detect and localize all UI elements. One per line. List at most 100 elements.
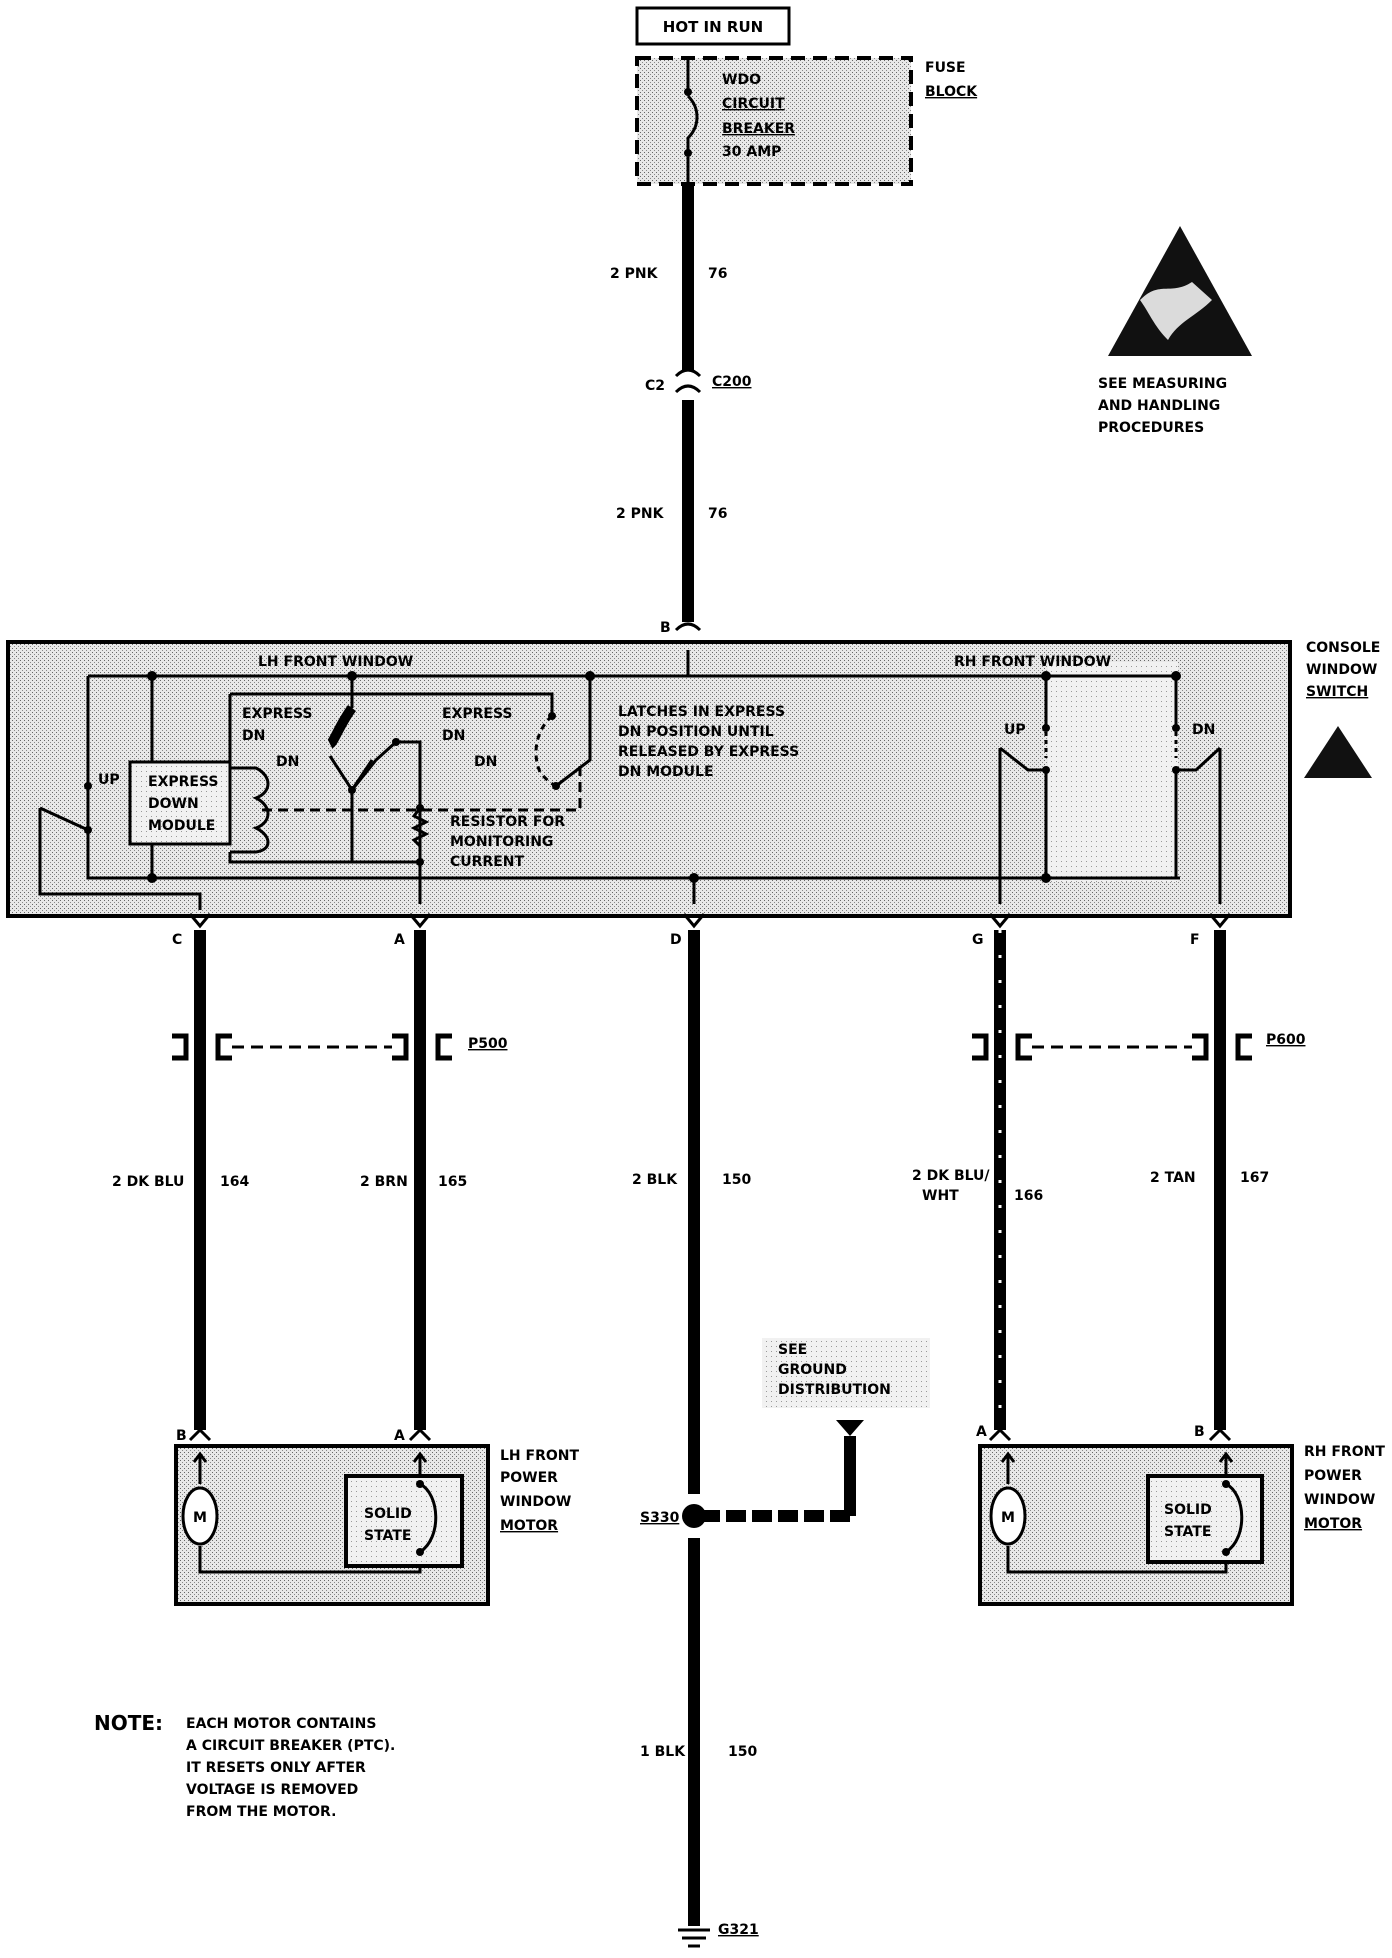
latch-note-1: LATCHES IN EXPRESS <box>618 704 785 720</box>
note-line-5: FROM THE MOTOR. <box>186 1804 336 1820</box>
hot-in-run-box: HOT IN RUN <box>635 6 791 46</box>
wire-a-gauge: 2 BRN <box>360 1174 408 1190</box>
motor-note: NOTE: EACH MOTOR CONTAINS A CIRCUIT BREA… <box>94 1711 395 1820</box>
note-line-3: IT RESETS ONLY AFTER <box>186 1760 366 1776</box>
lh-motor-pin-a: A <box>394 1428 405 1444</box>
breaker-label-4: 30 AMP <box>722 144 781 160</box>
pin-a: A <box>394 932 405 948</box>
latch-note-4: DN MODULE <box>618 764 714 780</box>
p500-label: P500 <box>468 1036 508 1052</box>
breaker-label-1: WDO <box>722 72 761 88</box>
console-window-switch: CONSOLE WINDOW SWITCH LH FRONT WINDOW RH… <box>6 640 1380 918</box>
ground-wire-circuit: 150 <box>728 1744 757 1760</box>
rh-motor-name-2: POWER <box>1304 1468 1362 1484</box>
wire-d-circuit: 150 <box>722 1172 751 1188</box>
module-label-1: EXPRESS <box>148 774 219 790</box>
switch-name-2: WINDOW <box>1306 662 1377 678</box>
resistor-note-2: MONITORING <box>450 834 553 850</box>
rh-motor-pin-a: A <box>976 1424 987 1440</box>
wire-g-gauge-1: 2 DK BLU/ <box>912 1168 990 1184</box>
latch-note-2: DN POSITION UNTIL <box>618 724 774 740</box>
breaker-symbol <box>686 60 699 184</box>
feed-upper-circuit: 76 <box>708 266 727 282</box>
module-coil <box>230 766 270 854</box>
switch-name-1: CONSOLE <box>1306 640 1380 656</box>
lh-motor-m: M <box>193 1510 207 1526</box>
c200-pin: C2 <box>645 378 665 394</box>
module-label-2: DOWN <box>148 796 199 812</box>
fuse-block-label-1: FUSE <box>925 60 966 76</box>
output-wires: C 2 DK BLU 164 A 2 BRN 165 D 2 BLK 150 G… <box>112 913 1269 1926</box>
lh-solid-state <box>344 1474 464 1568</box>
wire-a-circuit: 165 <box>438 1174 467 1190</box>
lh-solid-2: STATE <box>364 1528 411 1544</box>
feed-lower-gauge: 2 PNK <box>616 506 665 522</box>
lh-motor-name-2: POWER <box>500 1470 558 1486</box>
lh-motor-icon <box>181 1486 219 1546</box>
feed-wire: 2 PNK 76 C2 C200 2 PNK 76 B <box>610 184 752 636</box>
esd-text-1: SEE MEASURING <box>1098 376 1227 392</box>
wire-f-circuit: 167 <box>1240 1170 1269 1186</box>
feed-lower-circuit: 76 <box>708 506 727 522</box>
fuse-block-label-2: BLOCK <box>925 84 978 100</box>
resistor-note-3: CURRENT <box>450 854 524 870</box>
rh-window-title: RH FRONT WINDOW <box>954 654 1111 670</box>
lh-window-title: LH FRONT WINDOW <box>258 654 413 670</box>
rh-solid-state <box>1146 1474 1264 1564</box>
rh-solid-2: STATE <box>1164 1524 1211 1540</box>
lh-front-power-window-motor: B A M SOLID STATE LH FRONT POWER WINDOW … <box>174 1427 579 1606</box>
rh-motor-name-3: WINDOW <box>1304 1492 1375 1508</box>
breaker-label-3: BREAKER <box>722 121 795 137</box>
switch-name-3: SWITCH <box>1306 684 1368 700</box>
monitoring-resistor <box>410 807 430 878</box>
note-line-1: EACH MOTOR CONTAINS <box>186 1716 376 1732</box>
pin-d: D <box>670 932 682 948</box>
module-label-3: MODULE <box>148 818 215 834</box>
latch-note-3: RELEASED BY EXPRESS <box>618 744 799 760</box>
ground-arrow-icon <box>836 1420 864 1436</box>
splice-label: S330 <box>640 1510 680 1526</box>
express-contact-arm <box>326 705 357 749</box>
rh-motor-pin-b: B <box>1194 1424 1205 1440</box>
wire-d-gauge: 2 BLK <box>632 1172 678 1188</box>
rh-motor-name-4: MOTOR <box>1304 1516 1362 1532</box>
express-dn-dn: DN <box>276 754 299 770</box>
connector-p500: P500 <box>172 1033 508 1061</box>
wire-f-gauge: 2 TAN <box>1150 1170 1196 1186</box>
c200-label: C200 <box>712 374 752 390</box>
splice-s330 <box>682 1504 706 1528</box>
express-dn-label-1: EXPRESS <box>242 706 313 722</box>
wire-g-gauge-2: WHT <box>922 1188 959 1204</box>
ground-symbol-icon <box>678 1928 710 1948</box>
express-dn-label-2: DN <box>242 728 265 744</box>
latch-dn-label: DN <box>474 754 497 770</box>
latch-express-label-1: EXPRESS <box>442 706 513 722</box>
latch-express-label-2: DN <box>442 728 465 744</box>
note-head: NOTE: <box>94 1711 163 1735</box>
esd-warning: SEE MEASURING AND HANDLING PROCEDURES <box>1098 226 1252 436</box>
rh-motor-name-1: RH FRONT <box>1304 1444 1385 1460</box>
pin-f: F <box>1190 932 1200 948</box>
lh-up-label: UP <box>98 772 120 788</box>
switch-b-connector <box>674 622 702 632</box>
rh-dn-label: DN <box>1192 722 1215 738</box>
p600-label: P600 <box>1266 1032 1306 1048</box>
ground-distribution: SEE GROUND DISTRIBUTION S330 1 BLK 150 G… <box>640 1338 930 1948</box>
lh-motor-name-3: WINDOW <box>500 1494 571 1510</box>
c200-connector-bottom <box>674 384 702 394</box>
feed-upper-gauge: 2 PNK <box>610 266 659 282</box>
wire-g-circuit: 166 <box>1014 1188 1043 1204</box>
rh-motor-icon <box>989 1486 1027 1546</box>
ground-ref-3: DISTRIBUTION <box>778 1382 891 1398</box>
resistor-note-1: RESISTOR FOR <box>450 814 565 830</box>
fuse-block: FUSE BLOCK WDO CIRCUIT BREAKER 30 AMP <box>635 56 978 186</box>
note-line-4: VOLTAGE IS REMOVED <box>186 1782 358 1798</box>
hot-in-run-label: HOT IN RUN <box>663 18 763 36</box>
breaker-label-2: CIRCUIT <box>722 96 785 112</box>
pin-c: C <box>172 932 182 948</box>
ground-wire-gauge: 1 BLK <box>640 1744 686 1760</box>
switch-pin-b: B <box>660 620 671 636</box>
ground-ref-1: SEE <box>778 1342 807 1358</box>
ground-ref-2: GROUND <box>778 1362 847 1378</box>
